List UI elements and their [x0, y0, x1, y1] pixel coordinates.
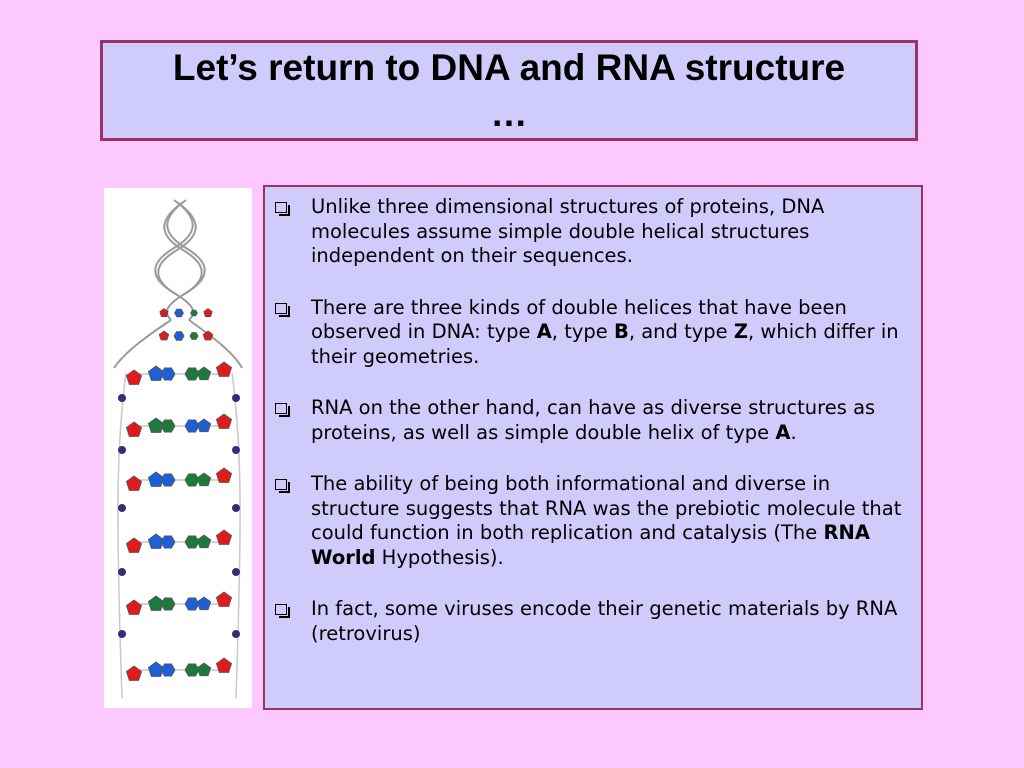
sugar-red — [215, 361, 233, 377]
text-run: , type — [551, 320, 614, 343]
sugar-red — [215, 413, 233, 429]
base-blue — [196, 418, 212, 433]
bullet-text: There are three kinds of double helices … — [311, 296, 909, 370]
text-run: . — [790, 420, 797, 444]
bullet-item: There are three kinds of double helices … — [275, 296, 911, 370]
base-green — [196, 472, 212, 487]
phosphate — [232, 394, 240, 402]
phosphate — [232, 568, 240, 576]
slide-title: Let’s return to DNA and RNA structure … — [172, 46, 846, 134]
base-blue — [160, 663, 176, 677]
text-run: In fact, some viruses encode their genet… — [311, 597, 898, 645]
phosphate — [118, 504, 126, 512]
sugar-red — [215, 657, 233, 673]
bullet-item: RNA on the other hand, can have as diver… — [275, 396, 911, 445]
base-green — [147, 417, 165, 433]
text-run: Unlike three dimensional structures of p… — [311, 195, 825, 267]
base-red — [203, 308, 213, 318]
text-run: There are three kinds of double helices … — [311, 295, 847, 344]
bullet-list: Unlike three dimensional structures of p… — [265, 187, 921, 646]
base-blue — [173, 331, 185, 341]
base-green — [147, 595, 165, 611]
base-green — [184, 367, 200, 381]
base-blue — [160, 367, 176, 381]
phosphate — [118, 394, 126, 402]
text-run: RNA on the other hand, can have as diver… — [311, 396, 876, 444]
base-green — [196, 534, 212, 549]
base-blue — [160, 473, 176, 487]
checkbox-icon — [275, 302, 290, 317]
dna-double-helix-illustration — [113, 199, 243, 699]
checkbox-icon — [275, 479, 290, 493]
base-green — [189, 332, 199, 340]
base-green — [196, 366, 212, 381]
base-green — [196, 662, 212, 677]
phosphate — [118, 446, 126, 454]
helix-strands — [113, 199, 243, 369]
sugar-red — [215, 591, 233, 607]
sugar-red — [125, 599, 143, 615]
bullet-item: Unlike three dimensional structures of p… — [275, 195, 911, 269]
base-red — [158, 330, 170, 341]
base-green — [190, 309, 198, 317]
checkbox-icon — [275, 202, 290, 216]
bullet-text: In fact, some viruses encode their genet… — [311, 597, 909, 646]
phosphate — [232, 504, 240, 512]
base-pair-ladder — [118, 308, 240, 681]
text-run: The ability of being both informational … — [311, 472, 902, 544]
title-box: Let’s return to DNA and RNA structure … — [100, 40, 918, 141]
phosphate — [232, 630, 240, 638]
phosphate — [118, 568, 126, 576]
bullet-item: The ability of being both informational … — [275, 472, 911, 570]
sugar-red — [215, 529, 233, 545]
phosphate — [118, 630, 126, 638]
dna-figure — [104, 188, 252, 708]
base-blue — [147, 365, 165, 381]
base-blue — [147, 661, 165, 677]
base-blue — [196, 596, 212, 611]
sugar-red — [125, 537, 143, 553]
text-run: Hypothesis). — [375, 545, 504, 569]
bullet-text: Unlike three dimensional structures of p… — [311, 195, 909, 269]
bold-term: A — [775, 420, 791, 444]
base-blue — [147, 533, 165, 549]
sugar-red — [215, 467, 233, 483]
checkbox-icon — [275, 403, 290, 417]
base-blue — [184, 419, 200, 433]
bold-term: RNA World — [311, 521, 870, 569]
base-green — [184, 535, 200, 549]
sugar-red — [125, 369, 143, 385]
base-blue — [184, 597, 200, 611]
text-run: , and type — [628, 320, 734, 343]
phosphate — [232, 446, 240, 454]
sugar-red — [125, 421, 143, 437]
base-blue — [147, 471, 165, 487]
base-red — [159, 308, 169, 318]
base-blue — [174, 308, 184, 318]
sugar-red — [125, 665, 143, 681]
bold-term: A — [536, 320, 552, 343]
bold-term: B — [613, 320, 629, 343]
base-green — [184, 663, 200, 677]
base-blue — [160, 535, 176, 549]
bullet-item: In fact, some viruses encode their genet… — [275, 597, 911, 646]
bullet-text: The ability of being both informational … — [311, 472, 909, 570]
base-green — [184, 473, 200, 487]
bullet-text: RNA on the other hand, can have as diver… — [311, 396, 909, 445]
text-run: , which differ in their geometries. — [311, 320, 899, 368]
base-green — [160, 419, 176, 433]
content-box: Unlike three dimensional structures of p… — [263, 185, 923, 710]
bold-term: Z — [733, 320, 749, 343]
sugar-red — [125, 475, 143, 491]
base-red — [202, 330, 214, 341]
checkbox-icon — [275, 604, 290, 618]
base-green — [160, 597, 176, 611]
